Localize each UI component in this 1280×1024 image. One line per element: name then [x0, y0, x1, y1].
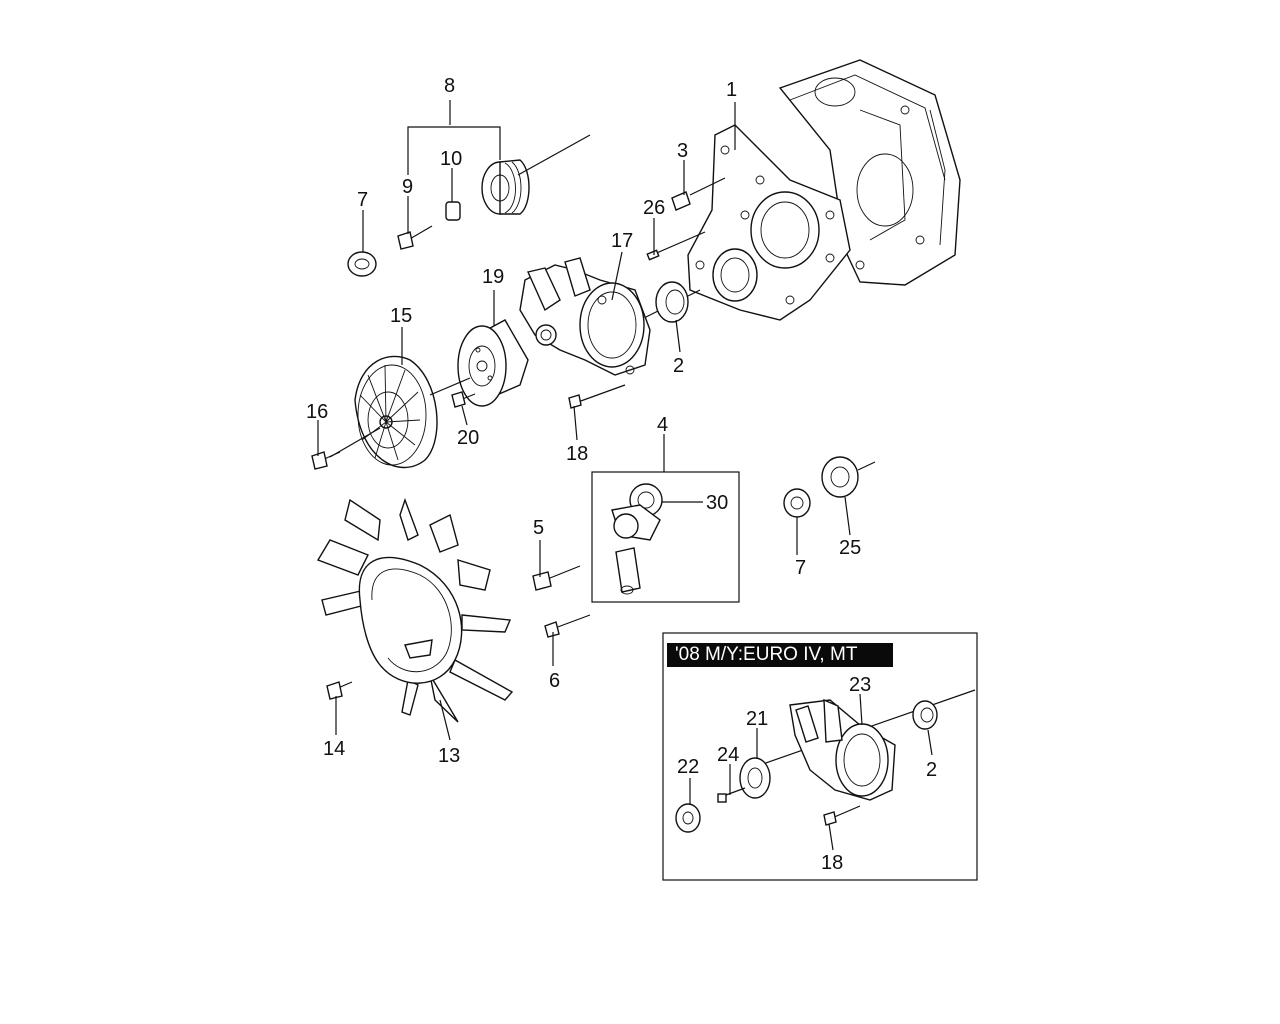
- callout-23: 23: [849, 674, 872, 696]
- callout-20: 20: [457, 427, 480, 449]
- callout-1: 1: [726, 79, 738, 101]
- callout-18: 18: [821, 852, 844, 874]
- callout-17: 17: [611, 230, 634, 252]
- callout-22: 22: [677, 756, 700, 778]
- callout-8: 8: [444, 75, 456, 97]
- bolt-6: [544, 614, 591, 638]
- tensioner-box: [591, 471, 740, 603]
- inset-box: [662, 632, 978, 881]
- callout-25: 25: [839, 537, 862, 559]
- pulley-25: [821, 456, 876, 498]
- bolt-18-main: [568, 384, 626, 409]
- bolt-14: [326, 681, 353, 700]
- callout-30: 30: [706, 492, 729, 514]
- callout-7: 7: [357, 189, 369, 211]
- callout-10: 10: [440, 148, 463, 170]
- callout-19: 19: [482, 266, 505, 288]
- bolt-20: [451, 391, 476, 408]
- callout-3: 3: [677, 140, 689, 162]
- callout-13: 13: [438, 745, 461, 767]
- callout-6: 6: [549, 670, 561, 692]
- callout-18: 18: [566, 443, 589, 465]
- bolt-3: [671, 177, 726, 211]
- idler-pulley-8: [481, 134, 591, 215]
- callout-7: 7: [795, 557, 807, 579]
- cap-7-top: [347, 251, 377, 277]
- bolt-16: [311, 451, 341, 470]
- callout-14: 14: [323, 738, 346, 760]
- leader-lines: [317, 100, 933, 851]
- inset-banner: '08 M/Y:EURO IV, MT: [667, 643, 893, 667]
- callout-5: 5: [533, 517, 545, 539]
- dowel-26: [646, 231, 706, 261]
- cooling-fan-13: [316, 497, 514, 723]
- callout-26: 26: [643, 197, 666, 219]
- callout-21: 21: [746, 708, 769, 730]
- water-pump-17: [519, 257, 651, 376]
- cap-7-right: [783, 488, 811, 518]
- bolt-5: [532, 565, 581, 591]
- bolt-9: [397, 225, 433, 250]
- callout-24: 24: [717, 744, 740, 766]
- callout-4: 4: [657, 414, 669, 436]
- oil-seal-2: [639, 281, 701, 323]
- callout-16: 16: [306, 401, 329, 423]
- callout-2: 2: [673, 355, 685, 377]
- callout-9: 9: [402, 176, 414, 198]
- callout-2: 2: [926, 759, 938, 781]
- tensioner-30: [611, 483, 663, 595]
- callout-15: 15: [390, 305, 413, 327]
- front-cover: [687, 124, 851, 321]
- fan-coupling-15: [329, 355, 471, 469]
- bushing-10: [445, 201, 461, 221]
- fan-clutch-19: [457, 319, 529, 407]
